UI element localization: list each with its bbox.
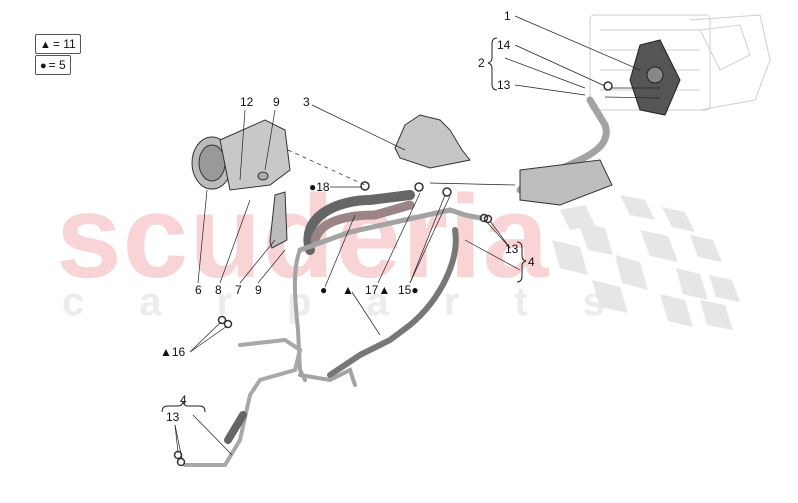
checkered-flag-graphic <box>552 195 740 330</box>
callout-17: 17▲ <box>365 283 391 297</box>
legend-triangle: ▲= 11 <box>35 34 81 54</box>
callout-8: 8 <box>215 283 222 297</box>
pipe-long <box>297 207 483 253</box>
callout-18: ●18 <box>309 180 330 194</box>
ac-compressor <box>191 119 291 191</box>
watermark-scuderia: scuderia <box>56 171 550 303</box>
callout-1: 1 <box>504 9 511 23</box>
watermark-carparts: carparts <box>62 280 660 324</box>
callout-13-top: 13 <box>497 78 511 92</box>
callout-9-top: 9 <box>273 95 280 109</box>
callout-15: 15● <box>398 283 419 297</box>
callout-circle: ● <box>320 283 328 297</box>
valve-block <box>519 159 613 206</box>
legend-circle: ●= 5 <box>35 55 71 75</box>
callout-12: 12 <box>240 95 254 109</box>
callout-3: 3 <box>303 95 310 109</box>
callout-triangle: ▲ <box>342 283 354 297</box>
callout-7: 7 <box>235 283 242 297</box>
triangle-icon: ▲ <box>40 39 51 51</box>
callout-14: 14 <box>497 38 511 52</box>
callout-13-right: 13 <box>505 242 519 256</box>
brace-4-bottom <box>161 401 206 413</box>
circle-icon: ● <box>40 60 47 72</box>
callout-13-bottom: 13 <box>166 410 180 424</box>
bracket-small <box>269 191 288 249</box>
hose-upper <box>303 190 415 255</box>
callout-2: 2 <box>478 56 485 70</box>
brace-2 <box>487 37 498 91</box>
callout-4-right: 4 <box>528 255 535 269</box>
leader-lines <box>174 15 661 460</box>
callout-6: 6 <box>195 283 202 297</box>
bracket <box>394 114 471 169</box>
brace-4-right <box>516 241 527 283</box>
hose-right <box>327 227 459 378</box>
callout-4-bottom: 4 <box>180 393 187 407</box>
pipe-down <box>292 248 307 382</box>
callout-9-bottom: 9 <box>255 283 262 297</box>
engine-ghost <box>589 14 771 111</box>
callout-16: ▲16 <box>160 345 186 359</box>
